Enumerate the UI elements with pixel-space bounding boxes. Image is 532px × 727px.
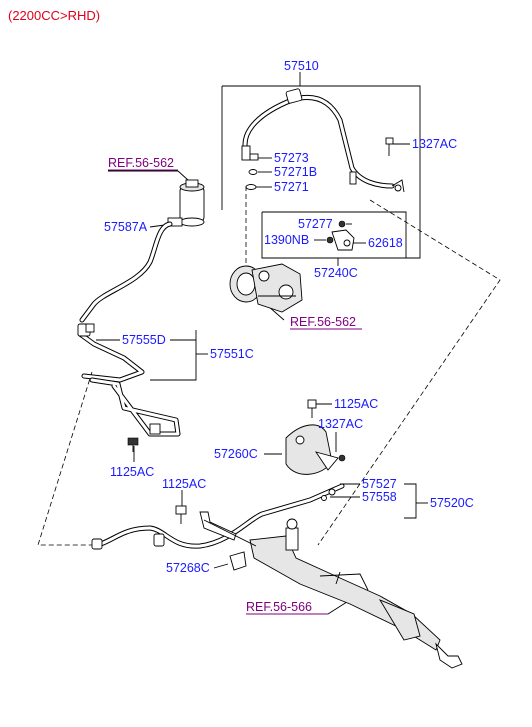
engine-variant-title: (2200CC>RHD): [8, 8, 100, 23]
label-57520C: 57520C: [430, 496, 474, 510]
return-hoses: [77, 221, 181, 437]
label-57510: 57510: [284, 59, 319, 73]
o-ring-fittings: [245, 153, 259, 190]
bolt-icon: [175, 505, 187, 524]
label-62618: 62618: [368, 236, 403, 250]
lower-feed-hose: [91, 483, 345, 550]
ref-56-566-gearbox[interactable]: REF.56-566: [246, 600, 312, 614]
fluid-reservoir: [167, 179, 205, 227]
label-57587A: 57587A: [104, 220, 148, 234]
label-57555D: 57555D: [122, 333, 166, 347]
ref-56-562-pump[interactable]: REF.56-562: [290, 315, 356, 329]
label-57558: 57558: [362, 490, 397, 504]
bolt-icon: [127, 437, 139, 452]
label-57260C: 57260C: [214, 447, 258, 461]
mounting-bracket: [285, 399, 346, 475]
label-1327AC-top: 1327AC: [412, 137, 457, 151]
label-1125AC-mid: 1125AC: [162, 477, 206, 491]
label-57268C: 57268C: [166, 561, 210, 575]
label-57240C: 57240C: [314, 266, 358, 280]
assembly-boundary-lines: [37, 186, 501, 546]
hose-clamp: [229, 551, 247, 571]
label-57273: 57273: [274, 151, 309, 165]
bolt-icon: [385, 137, 394, 156]
pressure-hose: [241, 88, 405, 193]
pump-bracket: [326, 220, 355, 251]
label-57271B: 57271B: [274, 165, 317, 179]
label-1125AC-right: 1125AC: [334, 397, 378, 411]
label-57271: 57271: [274, 180, 309, 194]
part-labels: 57510 57273 57271B 57271 1327AC 57277 13…: [104, 59, 474, 615]
label-1327AC-mid: 1327AC: [318, 417, 363, 431]
ref-56-562-reservoir[interactable]: REF.56-562: [108, 156, 174, 170]
label-57277: 57277: [298, 217, 333, 231]
label-57527: 57527: [362, 477, 397, 491]
label-57551C: 57551C: [210, 347, 254, 361]
power-steering-pump: [229, 263, 303, 313]
steering-gear-box: [199, 511, 463, 669]
label-1125AC-left: 1125AC: [110, 465, 154, 479]
label-1390NB: 1390NB: [264, 233, 309, 247]
